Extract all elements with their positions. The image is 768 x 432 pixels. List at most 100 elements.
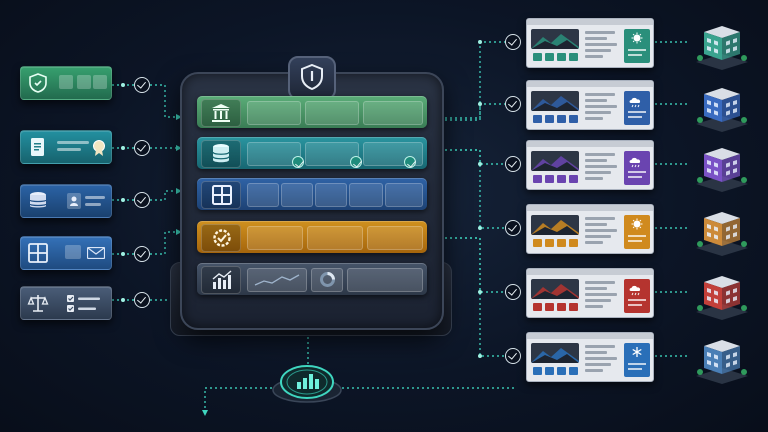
building-icon	[694, 264, 750, 320]
text-line	[628, 171, 646, 173]
landscape-image	[531, 151, 579, 171]
image-tile	[65, 245, 81, 259]
text-line	[585, 299, 611, 302]
text-line	[585, 49, 611, 52]
database-icon	[212, 144, 230, 163]
dashboard-card-6	[526, 332, 654, 382]
layer-panel	[305, 142, 359, 166]
profile-icon	[67, 193, 81, 209]
text-line	[585, 153, 615, 156]
shield-lock-icon	[301, 64, 323, 90]
layer-icon-frame	[201, 181, 241, 209]
landscape-image	[531, 215, 579, 235]
building-icon	[694, 14, 750, 70]
line-chart-icon	[254, 274, 300, 286]
database-icon	[29, 192, 47, 208]
thumbnail-square	[557, 239, 566, 247]
text-line	[628, 299, 646, 301]
donut-chart-icon	[320, 272, 335, 287]
award-seal-icon	[93, 140, 105, 156]
text-line	[628, 111, 646, 113]
text-line	[585, 177, 603, 180]
weather-widget	[624, 91, 650, 125]
thumbnail-square	[557, 175, 566, 183]
landscape-image	[531, 279, 579, 299]
text-line	[628, 49, 646, 51]
grid-window-icon	[28, 243, 48, 263]
layer-icon-frame	[201, 140, 241, 168]
text-line	[57, 148, 81, 151]
text-line	[585, 293, 617, 296]
building-icon	[694, 136, 750, 192]
weather-sun-icon	[631, 218, 643, 230]
text-line	[628, 116, 642, 118]
text-line	[628, 235, 646, 237]
text-line	[585, 345, 615, 348]
weather-cloud-icon	[629, 285, 641, 296]
layer-panel	[347, 268, 423, 292]
check-icon	[404, 156, 416, 168]
layer-panel	[247, 268, 307, 292]
dashboard-card-4	[526, 204, 654, 254]
check-icon	[505, 156, 521, 172]
thumbnail-square	[545, 367, 554, 375]
thumbnail-square	[545, 303, 554, 311]
dashboard-card-1	[526, 18, 654, 68]
thumbnail-square	[533, 175, 542, 183]
check-icon	[505, 96, 521, 112]
weather-widget	[624, 151, 650, 185]
check-icon	[505, 348, 521, 364]
text-line	[85, 196, 105, 199]
thumbnail-square	[569, 175, 578, 183]
weather-widget	[624, 343, 650, 377]
hub-layer-storage	[197, 137, 427, 169]
text-line	[57, 141, 89, 144]
text-line	[585, 217, 615, 220]
check-icon	[134, 192, 150, 208]
window-titlebar	[527, 205, 653, 211]
dashboard-card-3	[526, 140, 654, 190]
text-line	[585, 55, 603, 58]
thumbnail-square	[533, 367, 542, 375]
building-icon	[694, 200, 750, 256]
checklist-icon	[67, 295, 100, 312]
thumbnail-square	[569, 115, 578, 123]
text-line	[628, 368, 642, 370]
hub-layer-analytics	[197, 263, 427, 295]
text-line	[585, 99, 607, 102]
window-titlebar	[527, 141, 653, 147]
check-icon	[134, 246, 150, 262]
thumbnail-square	[557, 367, 566, 375]
text-line	[628, 176, 642, 178]
text-line	[628, 240, 642, 242]
layer-panel	[311, 268, 343, 292]
thumbnail-square	[533, 239, 542, 247]
layer-panel	[367, 226, 423, 250]
source-card-3	[20, 184, 112, 218]
hub-layer-quality	[197, 221, 427, 253]
layer-panel	[349, 183, 383, 207]
source-card-4	[20, 236, 112, 270]
certificate-document-icon	[31, 138, 44, 156]
thumbnail-square	[533, 303, 542, 311]
text-line	[585, 235, 611, 238]
check-icon	[350, 156, 362, 168]
text-line	[628, 54, 642, 56]
layer-panel	[247, 183, 279, 207]
chart-icon	[212, 270, 232, 289]
building-icon	[694, 76, 750, 132]
layer-panel	[305, 101, 359, 125]
text-line	[585, 223, 607, 226]
text-line	[585, 369, 603, 372]
layer-panel	[307, 226, 363, 250]
landscape-image	[531, 343, 579, 363]
window-titlebar	[527, 333, 653, 339]
image-tile	[77, 75, 91, 89]
layer-panel	[281, 183, 313, 207]
text-line	[585, 159, 607, 162]
layer-panel	[385, 183, 423, 207]
layer-icon-frame	[201, 266, 241, 294]
check-icon	[134, 77, 150, 93]
thumbnail-square	[557, 115, 566, 123]
text-line	[585, 305, 603, 308]
